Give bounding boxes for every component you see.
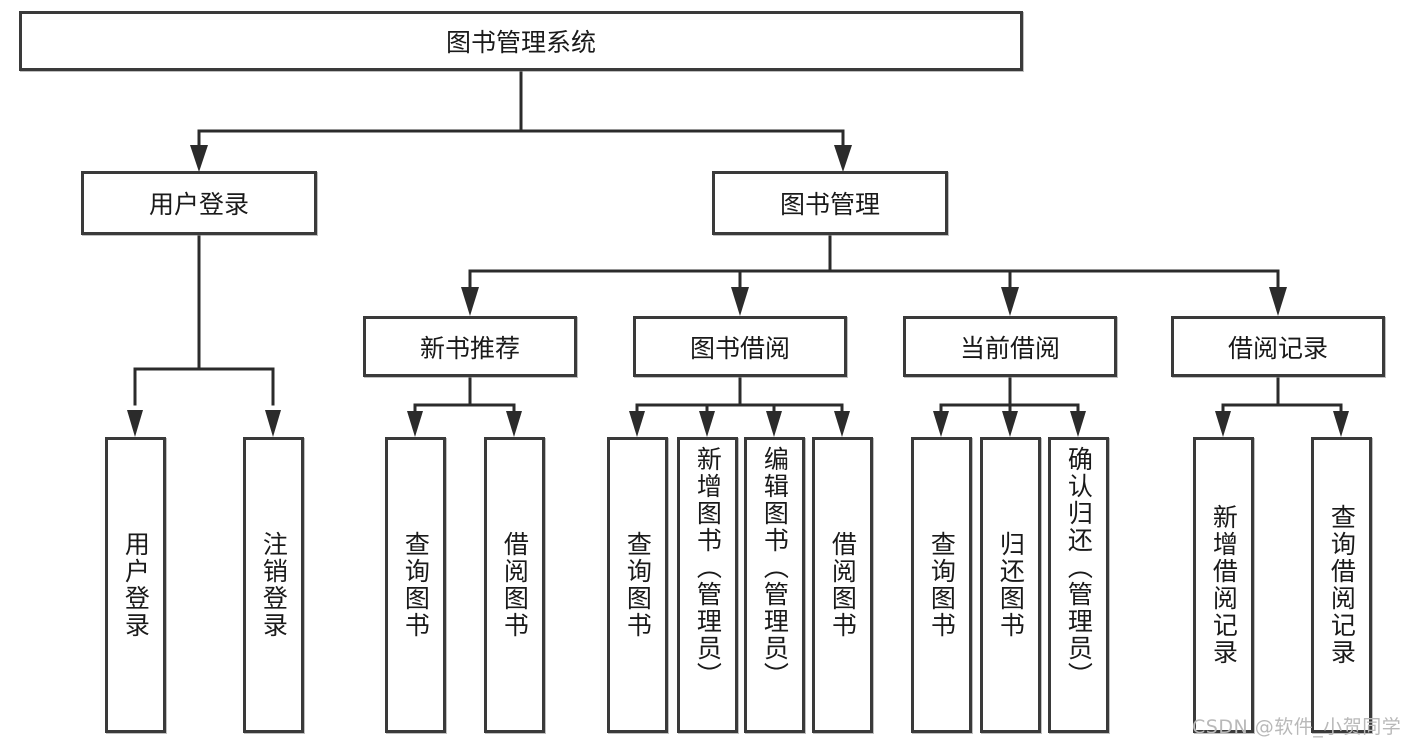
node-label: 查询图书 [623, 531, 653, 639]
leaf-recommend-borrow-book[interactable]: 借阅图书 [484, 437, 545, 733]
node-borrow-records[interactable]: 借阅记录 [1171, 316, 1385, 377]
leaf-records-add-record[interactable]: 新增借阅记录 [1193, 437, 1254, 733]
watermark: CSDN @软件_小贺同学 [1192, 716, 1402, 738]
node-label: 用户登录 [121, 531, 151, 639]
leaf-records-query-record[interactable]: 查询借阅记录 [1311, 437, 1372, 733]
node-book-management[interactable]: 图书管理 [712, 171, 948, 235]
node-user-login[interactable]: 用户登录 [81, 171, 317, 235]
node-label: 注销登录 [259, 531, 289, 639]
node-label: 借阅图书 [500, 531, 530, 639]
leaf-current-query-book[interactable]: 查询图书 [911, 437, 972, 733]
leaf-user-login-login[interactable]: 用户登录 [105, 437, 166, 733]
node-label: 借阅记录 [1227, 333, 1328, 363]
node-label: 当前借阅 [959, 333, 1060, 363]
leaf-borrow-add-book-admin[interactable]: 新增图书（管理员） [677, 437, 738, 733]
node-label: 确认归还（管理员） [1064, 446, 1094, 689]
leaf-borrow-query-book[interactable]: 查询图书 [607, 437, 668, 733]
leaf-borrow-edit-book-admin[interactable]: 编辑图书（管理员） [744, 437, 805, 733]
node-label: 新增借阅记录 [1209, 504, 1239, 666]
node-label: 新书推荐 [419, 333, 520, 363]
node-root-system[interactable]: 图书管理系统 [19, 11, 1023, 71]
node-current-borrow[interactable]: 当前借阅 [903, 316, 1117, 377]
leaf-user-login-logout[interactable]: 注销登录 [243, 437, 304, 733]
node-label: 查询图书 [927, 531, 957, 639]
node-label: 用户登录 [148, 190, 249, 219]
node-label: 图书借阅 [689, 333, 790, 363]
node-book-borrow[interactable]: 图书借阅 [633, 316, 847, 377]
node-label: 图书管理 [779, 190, 880, 219]
node-label: 编辑图书（管理员） [760, 446, 790, 689]
node-label: 查询图书 [401, 531, 431, 639]
leaf-current-confirm-return-admin[interactable]: 确认归还（管理员） [1048, 437, 1109, 733]
node-label: 查询借阅记录 [1327, 504, 1357, 666]
leaf-recommend-query-book[interactable]: 查询图书 [385, 437, 446, 733]
node-label: 归还图书 [996, 531, 1026, 639]
node-label: 新增图书（管理员） [693, 446, 723, 689]
node-label: 借阅图书 [828, 531, 858, 639]
leaf-borrow-borrow-book[interactable]: 借阅图书 [812, 437, 873, 733]
leaf-current-return-book[interactable]: 归还图书 [980, 437, 1041, 733]
node-new-book-recommend[interactable]: 新书推荐 [363, 316, 577, 377]
node-label: 图书管理系统 [445, 28, 596, 57]
